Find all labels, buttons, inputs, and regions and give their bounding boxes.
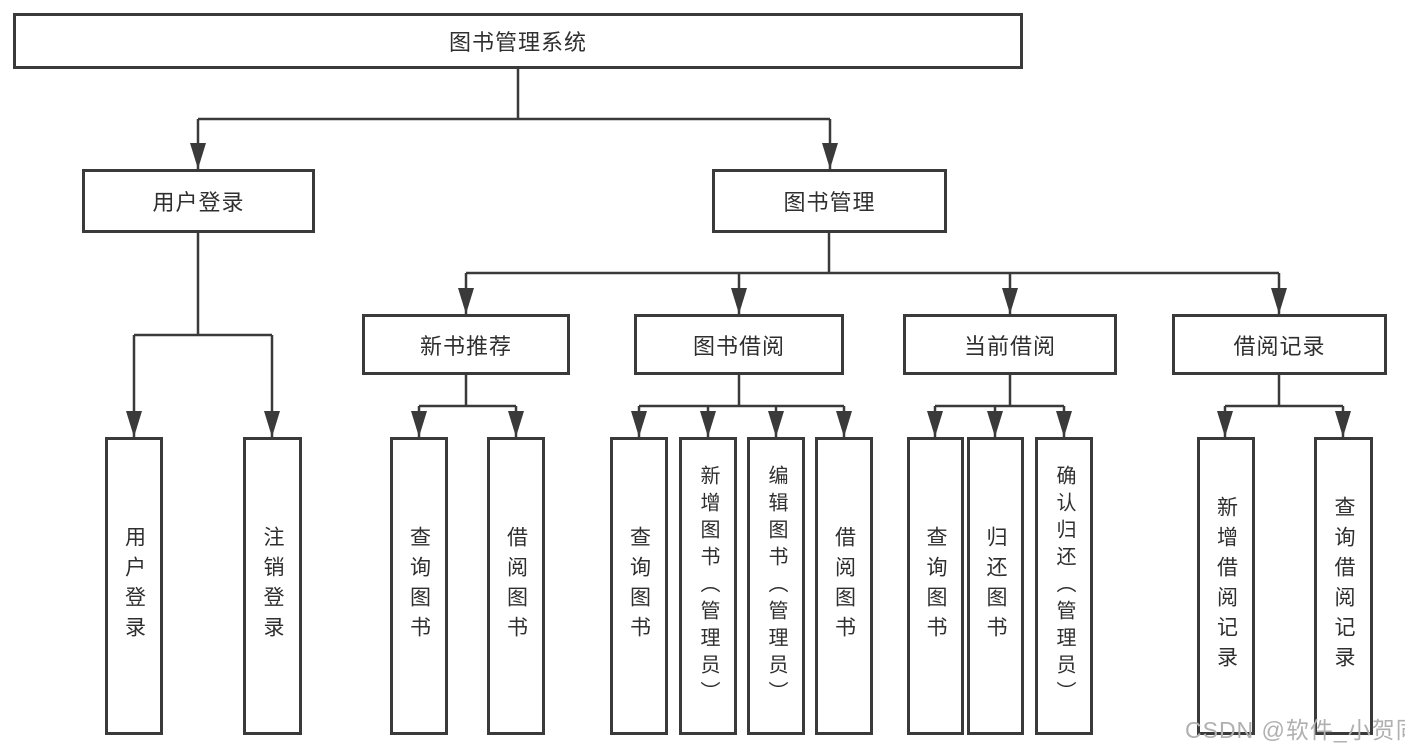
node-label: 图书借阅	[692, 333, 785, 359]
node-label: 查询图书	[407, 526, 431, 646]
node-current-borrow: 当前借阅	[903, 314, 1117, 375]
node-label: 查询图书	[924, 526, 947, 646]
node-label: 查询图书	[627, 526, 651, 646]
node-label: 注销登录	[261, 526, 284, 646]
node-leaf-user-login: 用户登录	[105, 437, 163, 735]
node-label: 归还图书	[984, 526, 1007, 646]
node-leaf-borrow-books-b: 借阅图书	[815, 437, 873, 735]
node-leaf-add-book-admin: 新增图书（管理员）	[679, 437, 737, 735]
node-label: 借阅图书	[504, 526, 528, 646]
node-label: 当前借阅	[963, 333, 1056, 359]
node-book-borrow: 图书借阅	[634, 314, 844, 375]
node-leaf-add-borrow-record: 新增借阅记录	[1197, 437, 1255, 735]
node-leaf-borrow-books-a: 借阅图书	[487, 437, 545, 735]
node-label: 借阅图书	[832, 526, 856, 646]
node-label: 图书管理系统	[448, 30, 587, 55]
node-label: 编辑图书（管理员）	[765, 464, 787, 708]
node-label: 新书推荐	[419, 333, 512, 359]
node-leaf-query-books-c: 查询图书	[907, 437, 964, 735]
node-leaf-logout-login: 注销登录	[243, 437, 302, 735]
node-leaf-query-books-b: 查询图书	[610, 437, 668, 735]
node-root: 图书管理系统	[13, 13, 1023, 69]
node-leaf-query-books-a: 查询图书	[390, 437, 448, 735]
node-borrow-records: 借阅记录	[1172, 314, 1387, 375]
node-leaf-confirm-return-admin: 确认归还（管理员）	[1035, 437, 1093, 735]
node-label: 借阅记录	[1233, 333, 1326, 359]
node-new-book-rec: 新书推荐	[362, 314, 570, 375]
csdn-watermark: CSDN @软件_小贺同学	[1185, 717, 1405, 743]
node-label: 新增图书（管理员）	[697, 464, 719, 708]
node-label: 图书管理	[783, 190, 876, 215]
node-label: 新增借阅记录	[1214, 496, 1238, 676]
node-label: 确认归还（管理员）	[1053, 464, 1075, 708]
node-book-mgmt: 图书管理	[712, 169, 947, 233]
node-leaf-return-books: 归还图书	[967, 437, 1024, 735]
node-leaf-edit-book-admin: 编辑图书（管理员）	[747, 437, 805, 735]
node-leaf-query-borrow-record: 查询借阅记录	[1314, 437, 1373, 735]
node-user-login: 用户登录	[82, 169, 315, 233]
node-label: 用户登录	[122, 526, 146, 646]
node-label: 查询借阅记录	[1332, 496, 1355, 676]
node-label: 用户登录	[152, 190, 245, 215]
